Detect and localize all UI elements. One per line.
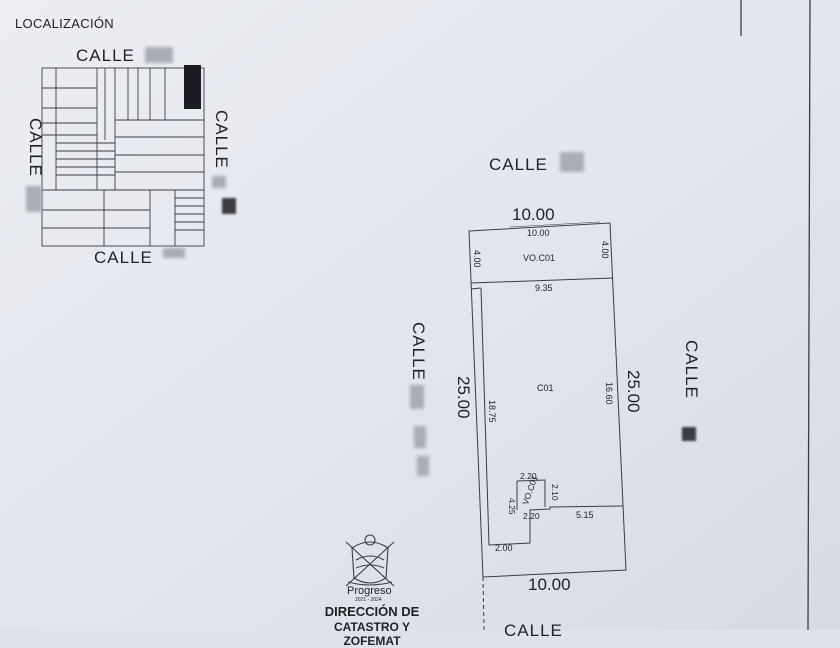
seal-years: 2021 - 2024 xyxy=(355,597,382,603)
front-dimension-bottom: 10.00 xyxy=(528,575,571,594)
plan-street-left: CALLE xyxy=(409,322,428,381)
plan-drawing xyxy=(0,0,840,630)
frame-line-right xyxy=(807,0,811,630)
site-plan xyxy=(468,222,627,630)
redacted-street-number xyxy=(414,426,426,448)
location-street-top: CALLE xyxy=(76,46,135,65)
small-zone-bottom: 2.20 xyxy=(523,511,540,521)
zone-main-label: C01 xyxy=(537,383,554,393)
location-street-right: CALLE xyxy=(212,110,231,169)
front-strip-depth-right: 4.00 xyxy=(600,241,610,259)
inner-height-left: 18.75 xyxy=(487,400,497,423)
bottom-left-width: 2.00 xyxy=(495,543,513,553)
small-zone-right: 2.10 xyxy=(550,484,560,501)
redacted-street-number xyxy=(410,385,424,409)
seal-city: Progreso xyxy=(347,585,392,597)
plan-street-top: CALLE xyxy=(489,155,548,174)
location-street-left: CALLE xyxy=(26,118,45,177)
inner-height-right: 16.60 xyxy=(604,382,614,405)
zone-front-label: VO.C01 xyxy=(523,253,556,263)
redacted-street-number xyxy=(222,198,236,214)
small-zone-left: 4.25 xyxy=(507,498,517,515)
office-name-line1: DIRECCIÓN DE xyxy=(324,604,420,619)
inner-top-width: 10.00 xyxy=(527,228,550,238)
small-zone-top: 2.20 xyxy=(520,471,537,481)
front-strip-depth-left: 4.00 xyxy=(472,250,482,268)
dim-line-top xyxy=(509,221,601,228)
redacted-street-number xyxy=(560,152,584,172)
redacted-street-number xyxy=(26,186,42,212)
redacted-street-number xyxy=(212,176,226,188)
redacted-street-number xyxy=(682,427,696,441)
redacted-street-number xyxy=(163,248,185,258)
side-dimension-right: 25.00 xyxy=(624,370,643,413)
location-title: LOCALIZACIÓN xyxy=(15,16,114,31)
side-dimension-left: 25.00 xyxy=(454,376,473,419)
location-street-bottom: CALLE xyxy=(94,248,153,267)
plan-street-right: CALLE xyxy=(682,340,701,399)
municipal-seal xyxy=(345,534,395,587)
office-name-line2: CATASTRO Y ZOFEMAT xyxy=(333,620,410,648)
redacted-street-number xyxy=(417,456,429,476)
subject-lot-marker xyxy=(184,65,201,109)
redacted-street-number xyxy=(145,47,173,63)
front-dimension-top: 10.00 xyxy=(512,205,555,224)
bottom-right-width: 5.15 xyxy=(576,510,594,520)
inner-width-mid: 9.35 xyxy=(535,283,553,293)
plan-street-bottom: CALLE xyxy=(504,621,563,640)
location-map xyxy=(41,67,205,247)
paper-background xyxy=(0,0,840,630)
